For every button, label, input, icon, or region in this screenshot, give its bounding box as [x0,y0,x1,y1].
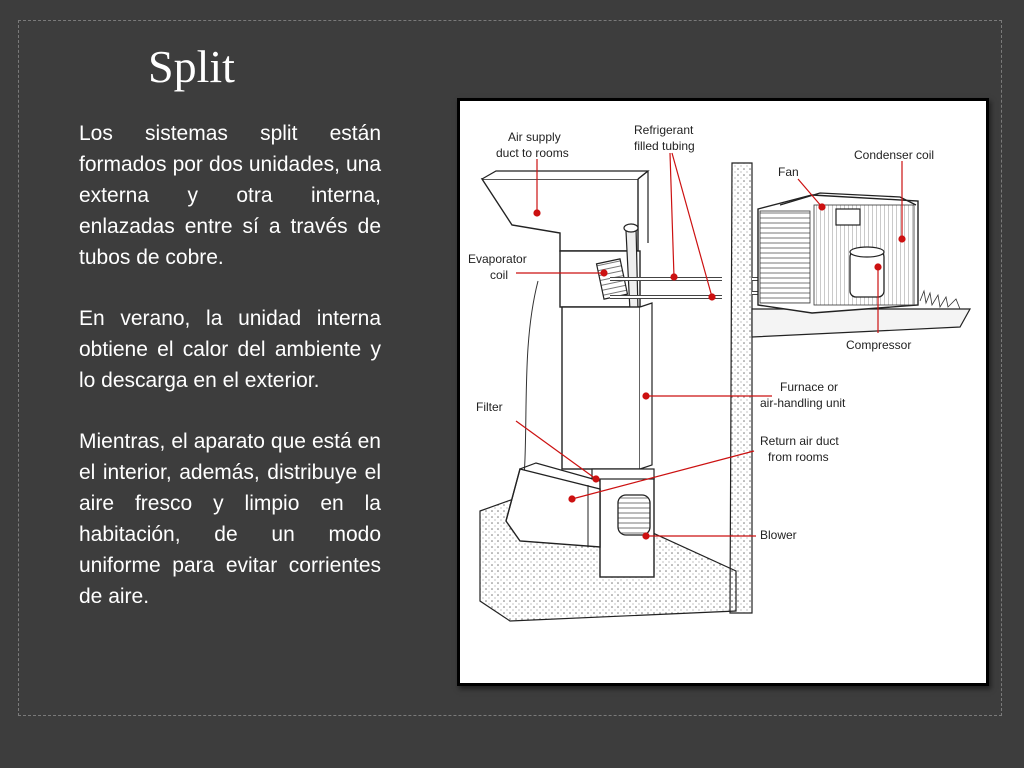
label-furnace: Furnace or [780,380,838,394]
return-duct [505,468,601,548]
label-air-supply: Air supply [508,130,561,144]
label-filter: Filter [476,400,503,414]
interior-wall-line [521,280,539,502]
split-system-diagram: Air supply duct to rooms Refrigerant fil… [457,98,989,686]
paragraph-1: Los sistemas split están formados por do… [79,122,381,269]
compressor-body [849,250,885,298]
label-air-supply-2: duct to rooms [496,146,569,160]
label-refrigerant: Refrigerant [634,123,694,137]
furnace-cabinet [561,306,641,470]
house-wall [729,162,753,614]
label-fan: Fan [778,165,799,179]
label-furnace-2: air-handling unit [760,396,846,410]
slide-body: Los sistemas split están formados por do… [79,118,381,642]
label-refrigerant-2: filled tubing [634,139,695,153]
label-return-duct-2: from rooms [768,450,829,464]
slide-frame [18,20,1002,716]
slide-title: Split [148,41,235,92]
label-evaporator: Evaporator [468,252,527,266]
paragraph-3: Mientras, el aparato que está en el inte… [79,430,381,608]
diagram-svg: Air supply duct to rooms Refrigerant fil… [468,123,972,622]
outdoor-pad [751,308,972,338]
label-blower: Blower [760,528,797,542]
supply-duct [480,178,639,252]
label-compressor: Compressor [846,338,911,352]
blower-wheel [617,494,651,536]
label-evaporator-2: coil [490,268,508,282]
label-condenser-coil: Condenser coil [854,148,934,162]
paragraph-2: En verano, la unidad interna obtiene el … [79,307,381,392]
condenser-fan [835,208,861,226]
label-return-duct: Return air duct [760,434,839,448]
